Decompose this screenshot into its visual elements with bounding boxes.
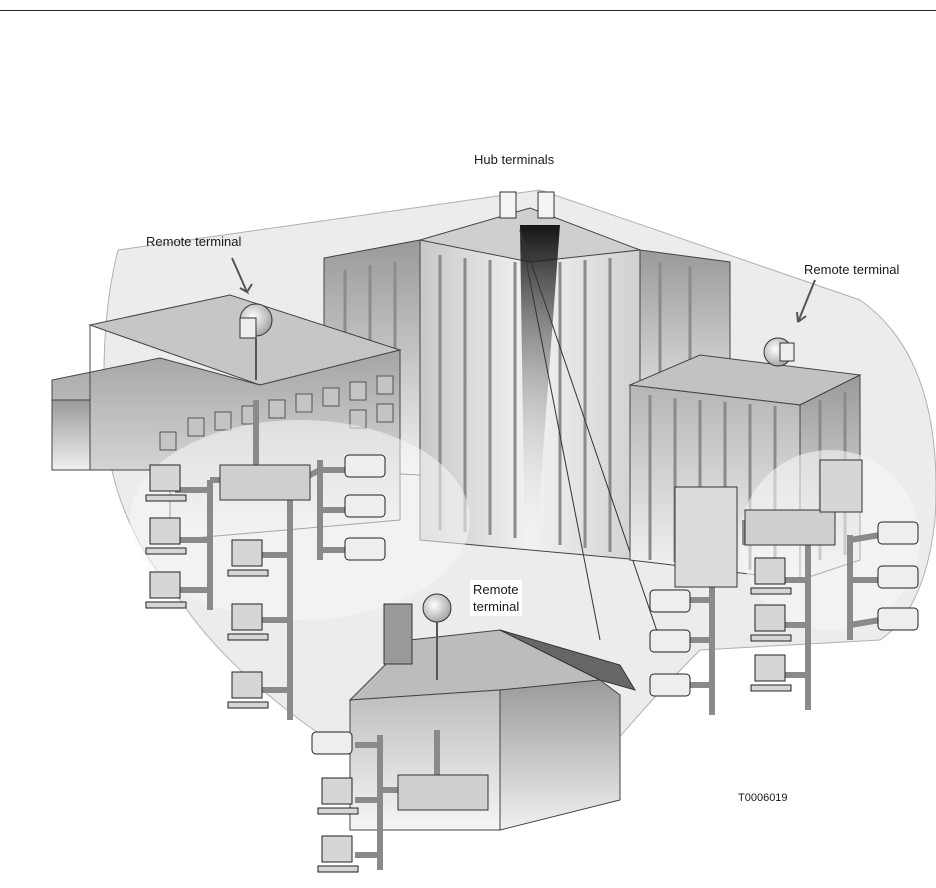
right-computers: [751, 558, 791, 691]
hub-antenna-right: [538, 192, 554, 218]
right-rack: [675, 487, 737, 587]
house-pbx: [398, 775, 488, 810]
remote-terminal-house-label-line2: terminal: [473, 598, 519, 615]
left-pbx: [220, 465, 310, 500]
right-pbx: [745, 510, 835, 545]
remote-terminal-house-label: Remote terminal: [470, 580, 522, 616]
chimney: [384, 604, 412, 664]
hub-terminals-label: Hub terminals: [474, 152, 554, 167]
figure-id: T0006019: [738, 792, 788, 804]
remote-terminal-right-label: Remote terminal: [804, 262, 899, 277]
remote-dish-house: [423, 594, 451, 622]
hub-antenna-left: [500, 192, 516, 218]
right-equipment: [820, 460, 862, 512]
house-phone: [312, 732, 352, 754]
left-phones: [345, 455, 385, 560]
remote-terminal-left-label: Remote terminal: [146, 234, 241, 249]
remote-terminal-house-label-line1: Remote: [473, 581, 519, 598]
